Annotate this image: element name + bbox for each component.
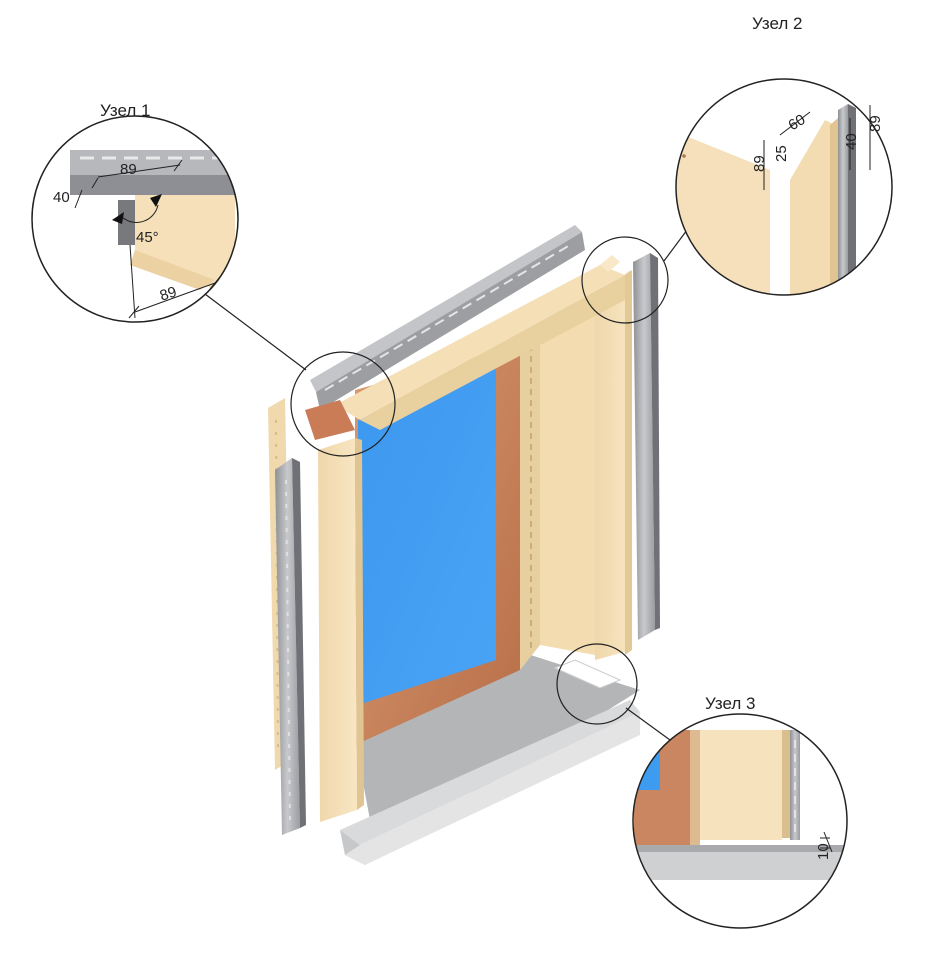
window-glass: [358, 362, 496, 705]
right-reveal-trim: [520, 315, 595, 670]
node-1-title: Узел 1: [100, 101, 151, 120]
node2-dim-89-left: 89: [751, 155, 768, 172]
detail-node-1: 89 40 45° 89: [31, 115, 239, 323]
node1-dim-angle: 45°: [136, 229, 159, 246]
node3-dim-10: 10: [815, 843, 832, 860]
window-sill: [340, 650, 640, 865]
node1-dim-depth: 40: [53, 189, 70, 206]
node2-dim-25: 25: [773, 145, 790, 162]
node2-dim-40: 40: [843, 133, 860, 150]
top-metal-profile: [310, 225, 585, 410]
top-trim: [305, 255, 625, 440]
detail-node-3: 10: [632, 713, 848, 929]
left-trim: [268, 398, 364, 835]
node-3-title: Узел 3: [705, 694, 756, 713]
marker-node-1: [290, 351, 396, 457]
marker-node-2: [581, 236, 669, 324]
right-trim: [595, 253, 660, 660]
detail-markers: [204, 225, 691, 741]
node1-dim-top: 89: [120, 161, 137, 178]
node2-dim-89-right: 89: [867, 115, 884, 132]
detail-node-2: 60 89 25 40 89: [675, 78, 893, 296]
node2-dim-60: 60: [785, 111, 808, 134]
node-2-title: Узел 2: [752, 14, 803, 33]
marker-node-3: [556, 643, 638, 725]
window-frame: [355, 345, 520, 745]
node1-dim-bottom: 89: [158, 283, 179, 304]
